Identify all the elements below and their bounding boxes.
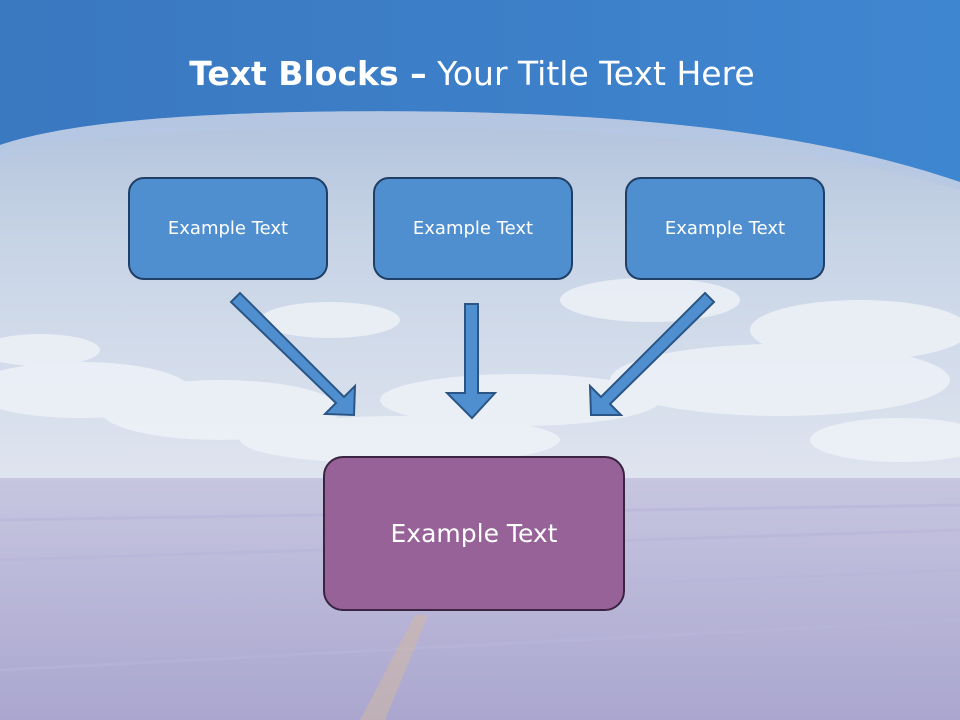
bottom-block-label: Example Text [390, 519, 558, 548]
top-block-right-label: Example Text [664, 218, 786, 239]
top-block-center[interactable]: Example Text [373, 177, 573, 280]
title-bold-part: Text Blocks [189, 54, 399, 93]
top-block-right[interactable]: Example Text [625, 177, 825, 280]
slide-title: Text Blocks – Your Title Text Here [0, 52, 944, 96]
top-block-left-label: Example Text [167, 218, 289, 239]
top-block-center-label: Example Text [412, 218, 534, 239]
title-dash: – [398, 54, 427, 93]
title-regular-part: Your Title Text Here [426, 54, 755, 93]
bottom-block[interactable]: Example Text [323, 456, 625, 611]
top-block-left[interactable]: Example Text [128, 177, 328, 280]
